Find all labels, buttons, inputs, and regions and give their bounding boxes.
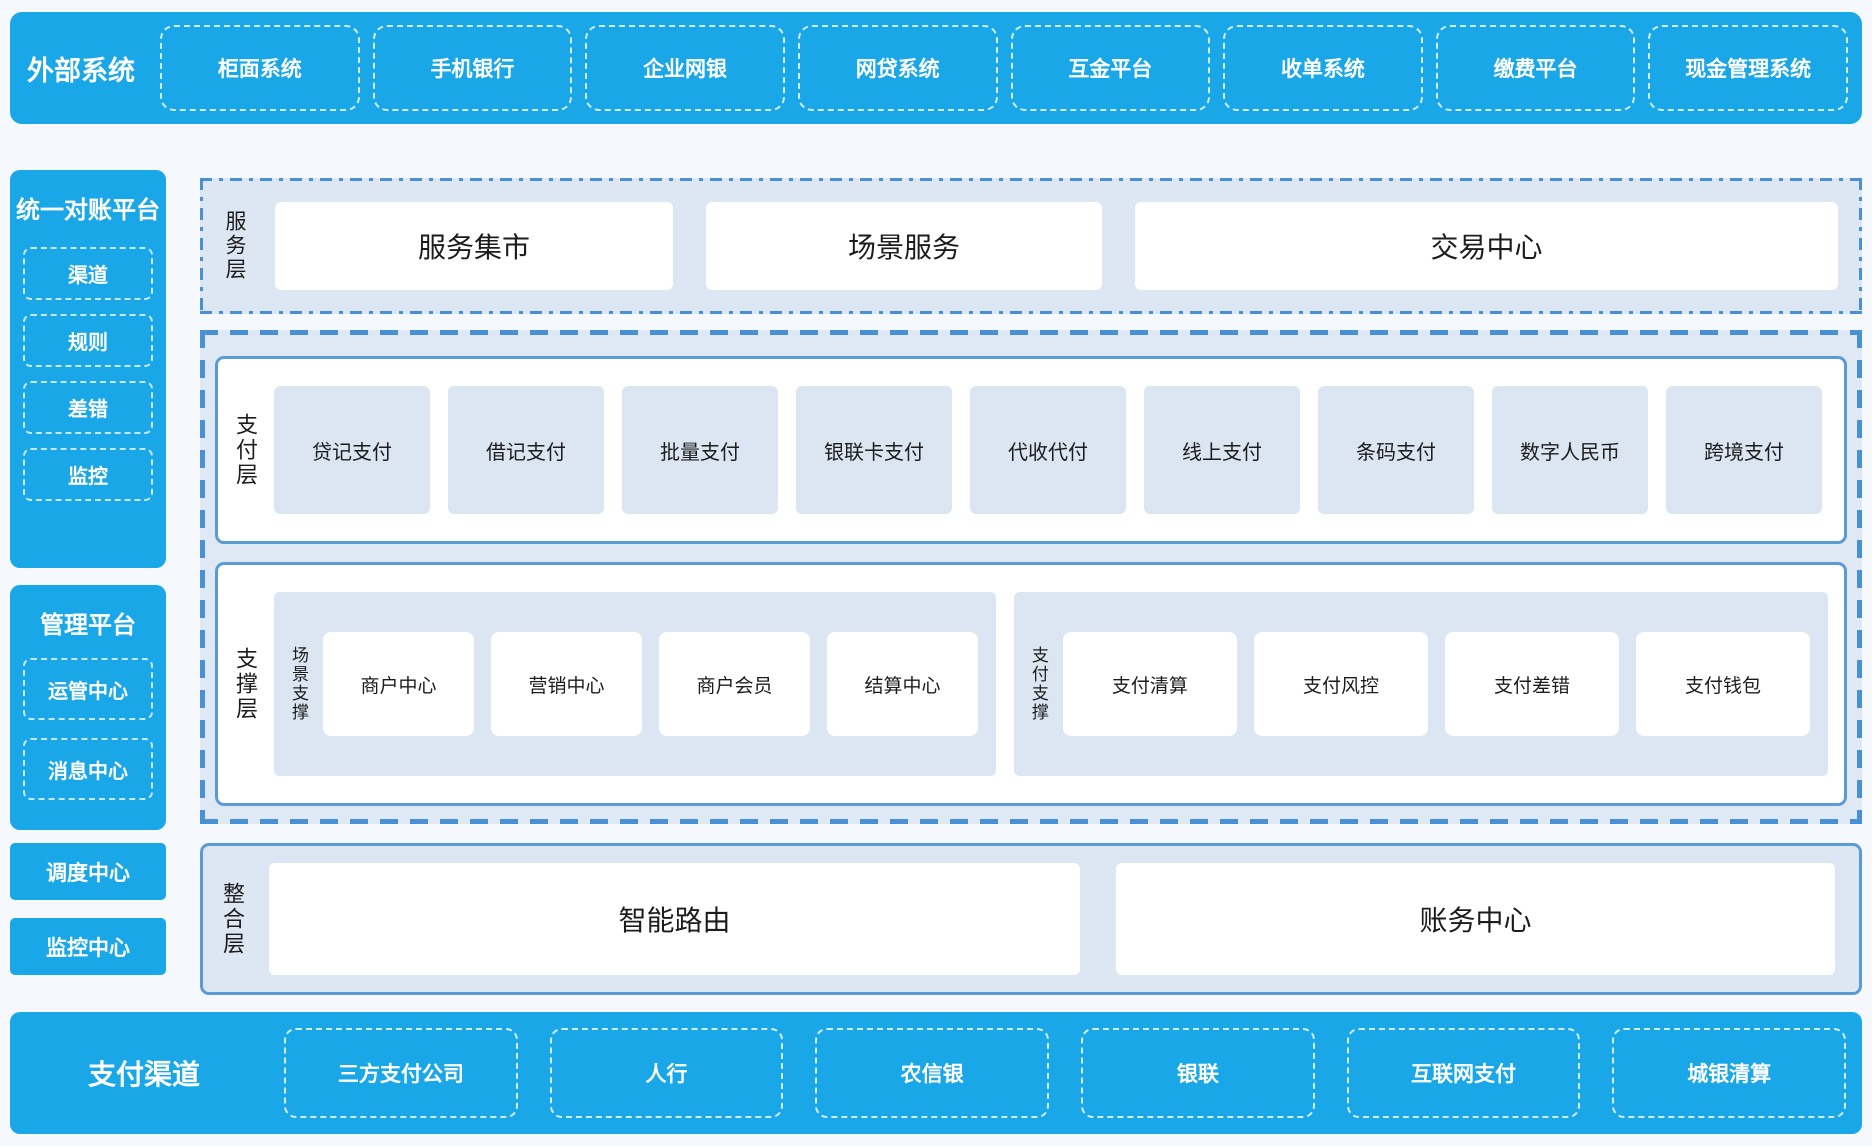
payment-box: 银联卡支付 <box>796 386 952 514</box>
external-system-box: 缴费平台 <box>1435 25 1636 111</box>
payment-channels-bar: 支付渠道 三方支付公司 人行 农信银 银联 互联网支付 城银清算 <box>10 1012 1862 1134</box>
integration-layer-section: 整合层 智能路由 账务中心 <box>200 843 1862 995</box>
external-system-box: 手机银行 <box>372 25 573 111</box>
scene-support-box: 商户会员 <box>658 632 810 736</box>
support-layer-label: 支撑层 <box>233 646 258 722</box>
payment-box: 线上支付 <box>1144 386 1300 514</box>
external-systems-list: 柜面系统 手机银行 企业网银 网贷系统 互金平台 收单系统 缴费平台 现金管理系… <box>160 25 1848 111</box>
external-system-box: 互金平台 <box>1010 25 1211 111</box>
dispatch-center-box: 调度中心 <box>10 843 166 900</box>
scene-support-box: 结算中心 <box>826 632 978 736</box>
external-system-box: 网贷系统 <box>797 25 998 111</box>
external-system-box: 现金管理系统 <box>1648 25 1848 111</box>
payment-layer-boxes: 贷记支付 借记支付 批量支付 银联卡支付 代收代付 线上支付 条码支付 数字人民… <box>274 386 1822 514</box>
management-item: 消息中心 <box>23 738 153 800</box>
service-box: 场景服务 <box>706 202 1102 290</box>
reconciliation-platform-panel: 统一对账平台 渠道 规则 差错 监控 <box>10 170 166 568</box>
external-system-box: 柜面系统 <box>160 25 360 111</box>
payment-box: 跨境支付 <box>1666 386 1822 514</box>
management-platform-panel: 管理平台 运管中心 消息中心 <box>10 585 166 830</box>
payment-channels-list: 三方支付公司 人行 农信银 银联 互联网支付 城银清算 <box>284 1028 1847 1118</box>
payment-box: 代收代付 <box>970 386 1126 514</box>
payment-box: 贷记支付 <box>274 386 430 514</box>
core-layers-dashed-container: 支付层 贷记支付 借记支付 批量支付 银联卡支付 代收代付 线上支付 条码支付 … <box>200 330 1862 824</box>
payment-box: 数字人民币 <box>1492 386 1648 514</box>
service-box: 服务集市 <box>275 202 673 290</box>
service-box: 交易中心 <box>1135 202 1838 290</box>
scene-support-box: 商户中心 <box>323 632 474 736</box>
support-layer-groups: 场景支撑 商户中心 营销中心 商户会员 结算中心 支付支撑 支付清算 支付风控 … <box>274 592 1828 776</box>
payment-channel-box: 三方支付公司 <box>284 1028 518 1118</box>
payment-channel-box: 农信银 <box>815 1028 1050 1118</box>
scene-support-label: 场景支撑 <box>289 646 308 722</box>
payment-support-box: 支付差错 <box>1444 632 1619 736</box>
payment-support-group: 支付支撑 支付清算 支付风控 支付差错 支付钱包 <box>1013 592 1828 776</box>
external-systems-bar: 外部系统 柜面系统 手机银行 企业网银 网贷系统 互金平台 收单系统 缴费平台 … <box>10 12 1862 124</box>
monitor-center-box: 监控中心 <box>10 918 166 975</box>
reconciliation-item: 渠道 <box>23 247 153 300</box>
service-layer-boxes: 服务集市 场景服务 交易中心 <box>275 202 1838 290</box>
payment-channel-box: 城银清算 <box>1612 1028 1847 1118</box>
support-layer-section: 支撑层 场景支撑 商户中心 营销中心 商户会员 结算中心 支付支撑 支付清算 支… <box>215 562 1847 806</box>
payment-support-box: 支付清算 <box>1062 632 1237 736</box>
scene-support-group: 场景支撑 商户中心 营销中心 商户会员 结算中心 <box>274 592 996 776</box>
reconciliation-platform-title: 统一对账平台 <box>16 197 160 224</box>
payment-box: 条码支付 <box>1318 386 1474 514</box>
reconciliation-item: 监控 <box>23 448 153 501</box>
payment-support-box: 支付钱包 <box>1635 632 1810 736</box>
external-system-box: 企业网银 <box>585 25 785 111</box>
scene-support-box: 营销中心 <box>490 632 642 736</box>
management-platform-title: 管理平台 <box>40 612 136 639</box>
payment-channel-box: 互联网支付 <box>1346 1028 1581 1118</box>
external-systems-title: 外部系统 <box>27 55 135 86</box>
reconciliation-item: 差错 <box>23 381 153 434</box>
payment-support-box: 支付风控 <box>1253 632 1428 736</box>
external-system-box: 收单系统 <box>1223 25 1423 111</box>
scene-support-boxes: 商户中心 营销中心 商户会员 结算中心 <box>323 632 978 736</box>
management-item: 运管中心 <box>23 658 153 720</box>
payment-box: 批量支付 <box>622 386 778 514</box>
integration-box: 智能路由 <box>269 863 1080 975</box>
payment-layer-label: 支付层 <box>233 412 258 488</box>
payment-layer-section: 支付层 贷记支付 借记支付 批量支付 银联卡支付 代收代付 线上支付 条码支付 … <box>215 356 1847 544</box>
integration-box: 账务中心 <box>1115 863 1835 975</box>
payment-box: 借记支付 <box>448 386 604 514</box>
payment-channel-box: 人行 <box>549 1028 784 1118</box>
service-layer-section: 服务层 服务集市 场景服务 交易中心 <box>200 178 1862 314</box>
payment-support-label: 支付支撑 <box>1028 646 1048 722</box>
payment-channels-title: 支付渠道 <box>87 1059 200 1090</box>
payment-channel-box: 银联 <box>1081 1028 1315 1118</box>
reconciliation-item: 规则 <box>23 314 153 367</box>
payment-support-boxes: 支付清算 支付风控 支付差错 支付钱包 <box>1062 632 1810 736</box>
service-layer-label: 服务层 <box>223 210 246 282</box>
integration-layer-label: 整合层 <box>220 881 245 957</box>
integration-layer-boxes: 智能路由 账务中心 <box>269 863 1835 975</box>
